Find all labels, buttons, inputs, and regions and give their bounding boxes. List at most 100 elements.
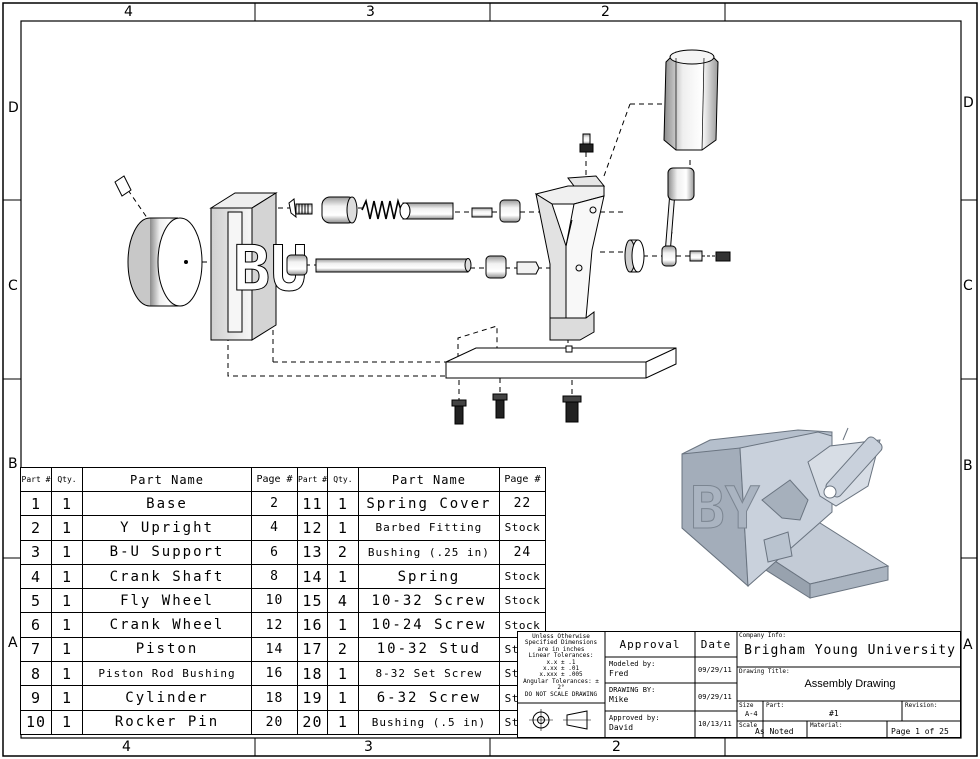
size-label: Size — [739, 702, 754, 709]
revision-label: Revision: — [905, 702, 938, 709]
bom-cell: 1 — [51, 709, 83, 735]
modeled-by-value: Fred — [609, 669, 629, 678]
bom-cell: 8 — [251, 563, 298, 590]
bom-cell: 9 — [20, 685, 52, 711]
zone-top-4: 4 — [124, 4, 133, 20]
bom-cell: 8-32 Set Screw — [357, 661, 500, 687]
approved-date: 10/13/11 — [698, 720, 732, 728]
bom-cell: 1 — [51, 636, 83, 663]
bom-cell: 18 — [297, 661, 328, 687]
bom-cell: 1 — [51, 490, 83, 517]
bom-cell: Crank Shaft — [82, 563, 252, 590]
modeled-by-label: Modeled by: — [609, 660, 656, 668]
zone-right-c: C — [963, 278, 973, 294]
bom-cell: 14 — [297, 563, 328, 590]
note-line: are in inches — [537, 645, 585, 653]
bom-cell: 1 — [326, 661, 359, 687]
bom-cell: 1 — [51, 563, 83, 590]
isometric-assembly-view: BY — [681, 427, 890, 599]
part-label: Part: — [766, 702, 785, 709]
bom-cell: Stock — [498, 515, 546, 541]
bom-cell: Piston — [82, 636, 252, 663]
bom-cell: B-U Support — [82, 539, 252, 565]
tolerance-notes: Unless Otherwise Specified Dimensions ar… — [521, 633, 601, 698]
bom-header-row: Part # Qty. Part Name Page # Part # Qty.… — [20, 467, 546, 492]
bom-cell: Y Upright — [82, 515, 252, 541]
bom-cell: 17 — [297, 636, 328, 663]
bom-cell: 1 — [326, 490, 359, 517]
bom-cell: 1 — [51, 588, 83, 614]
page-number: Page 1 of 25 — [891, 727, 949, 736]
bom-cell: 20 — [251, 709, 298, 735]
bom-cell: 1 — [326, 685, 359, 711]
bom-cell: 16 — [297, 612, 328, 638]
bom-cell: 1 — [326, 515, 359, 541]
zone-left-b: B — [8, 456, 18, 472]
modeled-date: 09/29/11 — [698, 666, 732, 674]
bom-cell: Base — [82, 490, 252, 517]
zone-bottom-3: 3 — [364, 739, 373, 755]
drawn-by-label: DRAWING BY: — [609, 686, 656, 694]
bom-cell: 10-24 Screw — [357, 612, 500, 638]
title-block-grid — [517, 631, 961, 738]
bom-cell: 12 — [251, 612, 298, 638]
bom-cell: 5 — [20, 588, 52, 614]
bom-cell: 1 — [326, 709, 359, 735]
bom-cell: 1 — [51, 515, 83, 541]
bom-cell: 6 — [251, 539, 298, 565]
bom-cell: 2 — [326, 636, 359, 663]
zone-right-b: B — [963, 458, 973, 474]
zone-bottom-4: 4 — [122, 739, 131, 755]
note-line: x.xx ± .01 — [542, 665, 580, 673]
company-label: Company Info: — [739, 632, 786, 639]
note-line: DO NOT SCALE DRAWING — [524, 690, 598, 698]
note-line: x.xxx ± .005 — [539, 671, 583, 679]
title-block: Unless Otherwise Specified Dimensions ar… — [517, 631, 961, 738]
note-line: Specified Dimensions — [524, 639, 598, 647]
bom-header-part-2: Part # — [297, 467, 328, 492]
zone-left-a: A — [8, 635, 18, 651]
bom-cell: 4 — [251, 515, 298, 541]
bom-cell: 6-32 Screw — [357, 685, 500, 711]
zone-bottom-2: 2 — [612, 739, 621, 755]
bom-cell: 22 — [498, 490, 546, 517]
bom-header-page-2: Page # — [498, 467, 546, 492]
bom-cell: 13 — [297, 539, 328, 565]
bom-cell: 2 — [20, 515, 52, 541]
bom-cell: 20 — [297, 709, 328, 735]
bom-cell: 11 — [297, 490, 328, 517]
bom-cell: Spring Cover — [357, 490, 500, 517]
bom-cell: Barbed Fitting — [357, 515, 500, 541]
bom-cell: Crank Wheel — [82, 612, 252, 638]
bom-cell: 1 — [20, 490, 52, 517]
bom-cell: Piston Rod Bushing — [82, 661, 252, 687]
bom-cell: 14 — [251, 636, 298, 663]
bom-cell: Bushing (.5 in) — [357, 709, 500, 735]
zone-left-d: D — [8, 100, 19, 116]
bom-cell: 15 — [297, 588, 328, 614]
drawing-title: Assembly Drawing — [804, 678, 896, 690]
bom-cell: 10 — [20, 709, 52, 735]
bom-header-page: Page # — [251, 467, 298, 492]
scale-label: Scale — [739, 722, 758, 729]
bom-header-qty: Qty. — [51, 467, 83, 492]
bom-cell: Fly Wheel — [82, 588, 252, 614]
bom-cell: 8 — [20, 661, 52, 687]
scale-value: As Noted — [755, 727, 794, 736]
bom-cell: 24 — [498, 539, 546, 565]
bom-cell: 1 — [326, 563, 359, 590]
bom-cell: 1 — [51, 661, 83, 687]
bom-cell: 1 — [51, 685, 83, 711]
bom-cell: 1 — [51, 539, 83, 565]
zone-top-3: 3 — [366, 4, 375, 20]
bom-cell: 6 — [20, 612, 52, 638]
zone-left-c: C — [8, 278, 18, 294]
